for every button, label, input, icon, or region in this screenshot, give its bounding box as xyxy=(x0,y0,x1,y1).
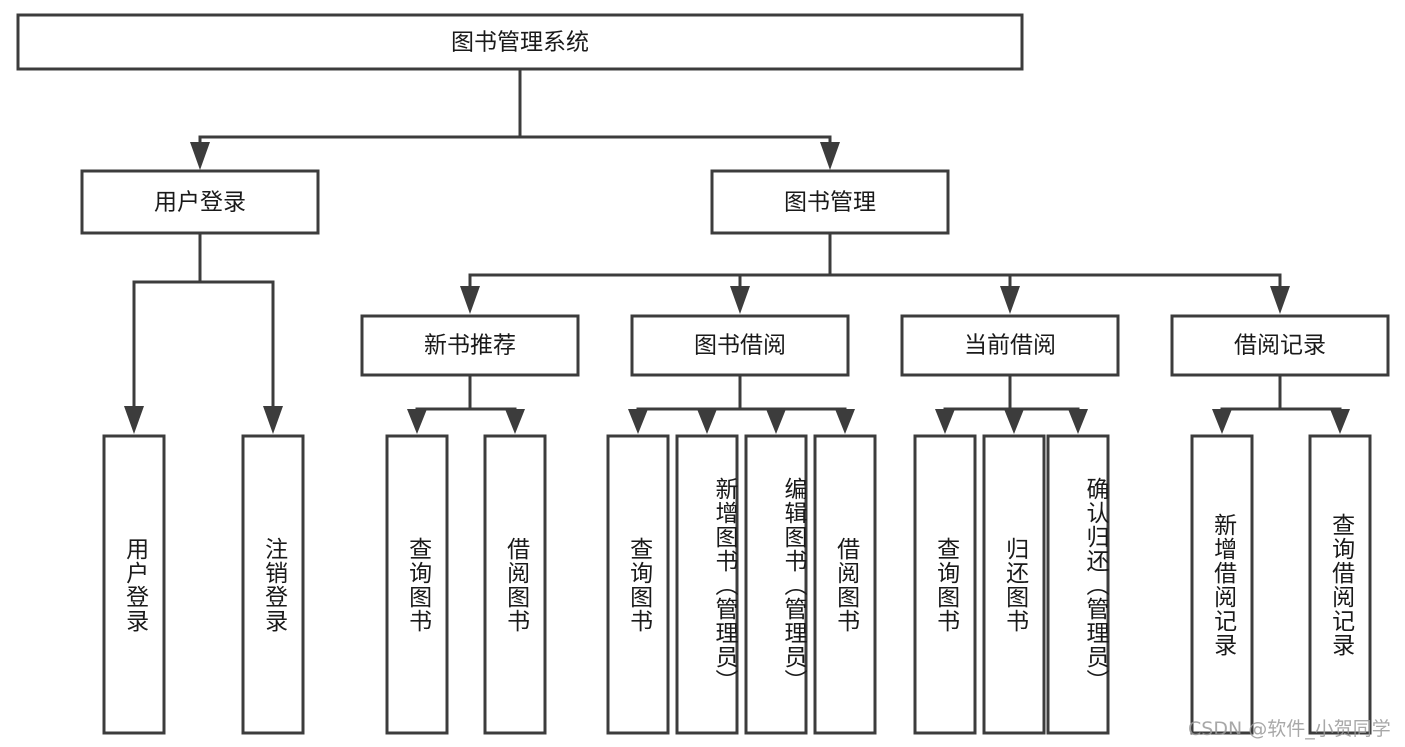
leaf-box-return-book[interactable] xyxy=(982,434,1046,735)
leaf-box-confirm-return-admin[interactable] xyxy=(1046,434,1110,735)
arrowhead-leaf-return-book xyxy=(1004,409,1024,434)
arrowhead-leaf-add-book-admin xyxy=(697,409,717,434)
connector-group-user-login xyxy=(124,231,283,434)
node-borrow-record[interactable]: 借阅记录 xyxy=(1170,314,1390,377)
arrowhead-borrow-record xyxy=(1270,286,1290,314)
node-new-book-recommend-box[interactable] xyxy=(360,314,580,377)
node-book-management-label: 图书管理 xyxy=(784,190,876,216)
leaf-box-user-logout[interactable] xyxy=(241,434,305,735)
node-borrow-record-label: 借阅记录 xyxy=(1234,333,1326,359)
arrowhead-leaf-query-book-1 xyxy=(407,409,427,434)
arrowhead-current-borrow xyxy=(1000,286,1020,314)
node-book-management-box[interactable] xyxy=(710,169,950,235)
csdn-watermark: CSDN @软件_小贺同学 xyxy=(1188,718,1391,740)
arrowhead-new-book-recommend xyxy=(460,286,480,314)
leaf-box-user-login[interactable] xyxy=(102,434,166,735)
node-new-book-recommend[interactable]: 新书推荐 xyxy=(360,314,580,377)
arrowhead-leaf-add-borrow-record xyxy=(1212,409,1232,434)
node-book-management[interactable]: 图书管理 xyxy=(710,169,950,235)
arrowhead-leaf-query-borrow-record xyxy=(1330,409,1350,434)
arrowhead-leaf-borrow-book-2 xyxy=(835,409,855,434)
arrowhead-leaf-edit-book-admin xyxy=(766,409,786,434)
connector-group-new-book-recommend xyxy=(407,373,525,434)
leaf-box-query-book-2[interactable] xyxy=(606,434,670,735)
leaf-box-query-book-1[interactable] xyxy=(385,434,449,735)
node-root[interactable]: 图书管理系统 xyxy=(16,13,1024,71)
node-root-box[interactable] xyxy=(16,13,1024,71)
leaf-box-borrow-book-1[interactable] xyxy=(483,434,547,735)
node-new-book-recommend-label: 新书推荐 xyxy=(424,333,516,359)
node-user-login-box[interactable] xyxy=(80,169,320,235)
node-current-borrow-label: 当前借阅 xyxy=(964,333,1056,359)
arrowhead-leaf-borrow-book-1 xyxy=(505,409,525,434)
arrowhead-user-login xyxy=(190,142,210,170)
node-book-borrow-label: 图书借阅 xyxy=(694,333,786,359)
leaf-boxes xyxy=(102,434,1372,735)
leaf-box-edit-book-admin[interactable] xyxy=(744,434,808,735)
leaf-box-add-borrow-record[interactable] xyxy=(1190,434,1254,735)
leaf-box-query-book-3[interactable] xyxy=(913,434,977,735)
leaf-box-add-book-admin[interactable] xyxy=(675,434,739,735)
node-user-login[interactable]: 用户登录 xyxy=(80,169,320,235)
node-current-borrow-box[interactable] xyxy=(900,314,1120,377)
connector-group-root xyxy=(190,67,840,170)
arrowhead-book-borrow xyxy=(730,286,750,314)
arrowhead-leaf-user-logout xyxy=(263,406,283,434)
arrowhead-leaf-user-login xyxy=(124,406,144,434)
arrowhead-leaf-query-book-3 xyxy=(935,409,955,434)
leaf-box-query-borrow-record[interactable] xyxy=(1308,434,1372,735)
node-book-borrow[interactable]: 图书借阅 xyxy=(630,314,850,377)
connector-group-current-borrow xyxy=(935,373,1088,434)
node-user-login-label: 用户登录 xyxy=(154,190,246,216)
arrowhead-leaf-query-book-2 xyxy=(628,409,648,434)
arrowhead-leaf-confirm-return-admin xyxy=(1068,409,1088,434)
node-root-label: 图书管理系统 xyxy=(451,30,589,56)
arrowhead-book-management xyxy=(820,142,840,170)
connector-group-book-management xyxy=(460,231,1290,314)
connector-group-borrow-record xyxy=(1212,373,1350,434)
node-book-borrow-box[interactable] xyxy=(630,314,850,377)
leaf-box-borrow-book-2[interactable] xyxy=(813,434,877,735)
node-current-borrow[interactable]: 当前借阅 xyxy=(900,314,1120,377)
connector-group-book-borrow xyxy=(628,373,855,434)
node-borrow-record-box[interactable] xyxy=(1170,314,1390,377)
